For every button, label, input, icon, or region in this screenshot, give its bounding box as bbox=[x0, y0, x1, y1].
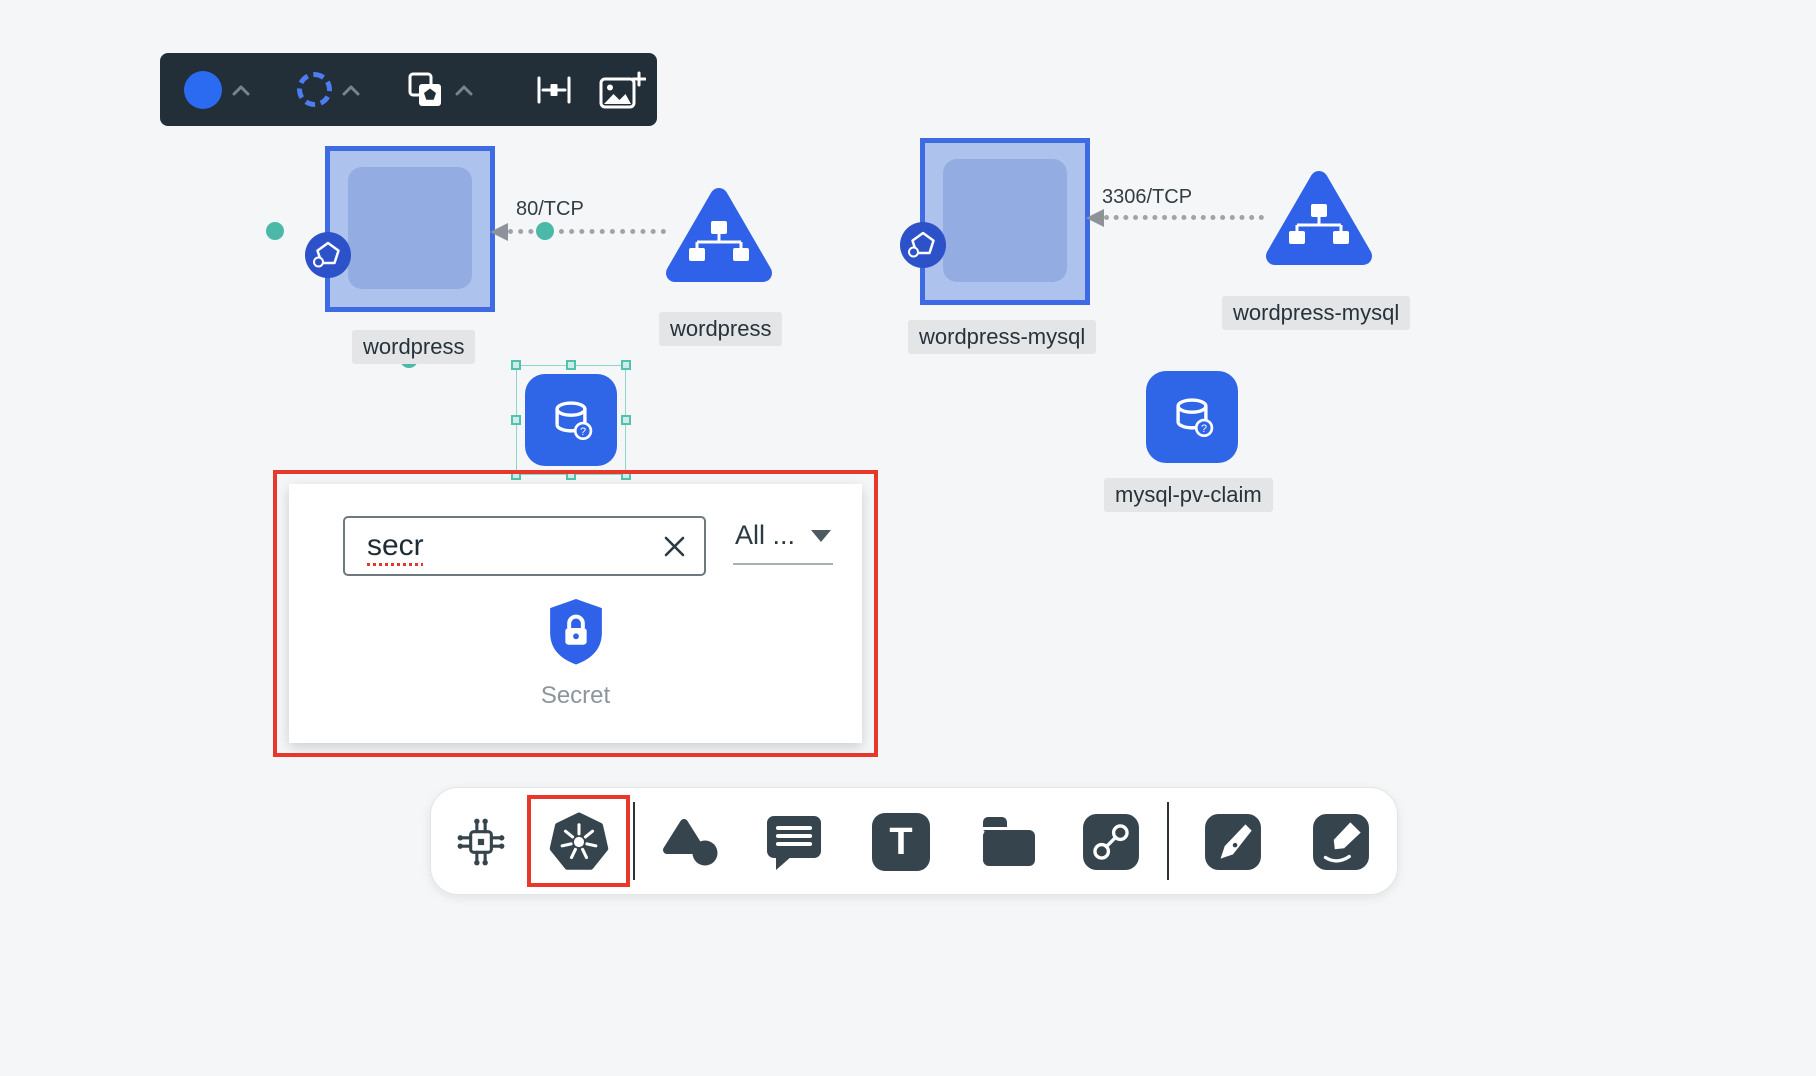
selection-handle[interactable] bbox=[621, 360, 631, 370]
chevron-down-icon bbox=[811, 529, 832, 542]
search-result-secret[interactable]: Secret bbox=[289, 596, 862, 710]
highlighter-icon bbox=[1313, 814, 1369, 870]
search-result-label: Secret bbox=[540, 682, 611, 709]
volume-database-icon: ? bbox=[555, 401, 593, 441]
edge-handle[interactable] bbox=[536, 222, 554, 240]
node-service-wordpress-mysql[interactable] bbox=[1263, 168, 1375, 273]
node-service-wordpress[interactable] bbox=[663, 185, 775, 290]
chevron-up-icon[interactable] bbox=[341, 83, 361, 97]
shapes-icon bbox=[663, 819, 718, 866]
volume-label[interactable]: mysql-pv-claim bbox=[1104, 478, 1273, 512]
filter-dropdown[interactable]: All ... bbox=[733, 514, 834, 565]
edge-port-label: 80/TCP bbox=[516, 198, 584, 220]
service-triangle-icon bbox=[666, 188, 772, 282]
search-input[interactable]: secr bbox=[343, 516, 706, 576]
node-pod-wordpress-mysql[interactable] bbox=[900, 138, 1090, 305]
duplicate-button[interactable] bbox=[405, 70, 474, 110]
secret-shield-icon bbox=[549, 599, 602, 665]
add-image-icon bbox=[599, 71, 646, 108]
selection-handle[interactable] bbox=[566, 360, 576, 370]
text-tool-button[interactable]: T bbox=[869, 810, 933, 874]
pen-icon bbox=[1205, 814, 1261, 870]
question-badge: ? bbox=[580, 426, 586, 438]
service-triangle-icon bbox=[1266, 171, 1372, 265]
edge-arrowhead bbox=[1086, 209, 1104, 227]
pod-body bbox=[943, 159, 1067, 282]
kubernetes-tool-button[interactable] bbox=[547, 810, 611, 874]
selection-handle[interactable] bbox=[511, 360, 521, 370]
clear-search-icon[interactable] bbox=[661, 533, 688, 560]
palette-divider bbox=[633, 802, 635, 880]
filter-dropdown-label: All ... bbox=[735, 520, 796, 550]
chevron-up-icon[interactable] bbox=[231, 83, 251, 97]
connector-tool-button[interactable] bbox=[1079, 810, 1143, 874]
duplicate-icon bbox=[408, 72, 441, 106]
node-pvc-mysql-pv-claim[interactable]: ? bbox=[1146, 371, 1238, 463]
tool-palette: T bbox=[430, 787, 1398, 895]
annotation-highlight-kubernetes-tool bbox=[527, 795, 630, 887]
style-toolbar bbox=[160, 53, 657, 126]
fill-style-button[interactable] bbox=[184, 70, 251, 109]
volume-database-icon: ? bbox=[1176, 398, 1214, 438]
pen-tool-button[interactable] bbox=[1201, 810, 1265, 874]
chevron-up-icon[interactable] bbox=[454, 83, 474, 97]
pod-label[interactable]: wordpress bbox=[352, 330, 476, 364]
text-tool-icon: T bbox=[872, 813, 930, 871]
selection-handle[interactable] bbox=[621, 415, 631, 425]
service-label[interactable]: wordpress bbox=[659, 312, 783, 346]
filled-circle-icon bbox=[184, 70, 222, 109]
add-image-button[interactable] bbox=[598, 70, 646, 110]
resize-width-button[interactable] bbox=[532, 71, 576, 109]
comment-tool-button[interactable] bbox=[762, 810, 826, 874]
shape-search-popup: secr All ... Secret bbox=[289, 484, 862, 743]
resize-width-icon bbox=[537, 76, 571, 103]
pod-label[interactable]: wordpress-mysql bbox=[908, 320, 1097, 354]
search-input-value: secr bbox=[367, 529, 424, 562]
selection-frame bbox=[511, 360, 631, 480]
annotation-highlight-popup bbox=[273, 470, 878, 757]
pod-badge-icon bbox=[900, 222, 946, 268]
edge-line[interactable] bbox=[508, 229, 666, 234]
dashed-circle-icon bbox=[297, 72, 332, 107]
frame-tool-button[interactable] bbox=[977, 810, 1041, 874]
comment-icon bbox=[767, 816, 821, 870]
palette-divider bbox=[1167, 802, 1169, 880]
frame-icon bbox=[981, 817, 1035, 866]
service-label[interactable]: wordpress-mysql bbox=[1222, 296, 1411, 330]
connection-point[interactable] bbox=[266, 222, 284, 240]
edge-arrowhead bbox=[490, 223, 508, 241]
kubernetes-icon bbox=[549, 812, 609, 870]
edge-port-label: 3306/TCP bbox=[1102, 186, 1193, 208]
node-pod-wordpress[interactable] bbox=[305, 146, 495, 312]
edge-line[interactable] bbox=[1104, 215, 1264, 220]
highlighter-tool-button[interactable] bbox=[1309, 810, 1373, 874]
node-pvc-selected[interactable]: ? bbox=[525, 374, 617, 466]
question-badge: ? bbox=[1201, 423, 1207, 435]
pod-body bbox=[348, 167, 472, 289]
stroke-style-button[interactable] bbox=[297, 72, 361, 107]
shapes-tool-button[interactable] bbox=[659, 810, 723, 874]
selection-handle[interactable] bbox=[511, 415, 521, 425]
pod-badge-icon bbox=[305, 232, 351, 278]
connector-icon bbox=[1083, 814, 1139, 870]
circuit-icon bbox=[457, 818, 505, 866]
infrastructure-tool-button[interactable] bbox=[449, 810, 513, 874]
